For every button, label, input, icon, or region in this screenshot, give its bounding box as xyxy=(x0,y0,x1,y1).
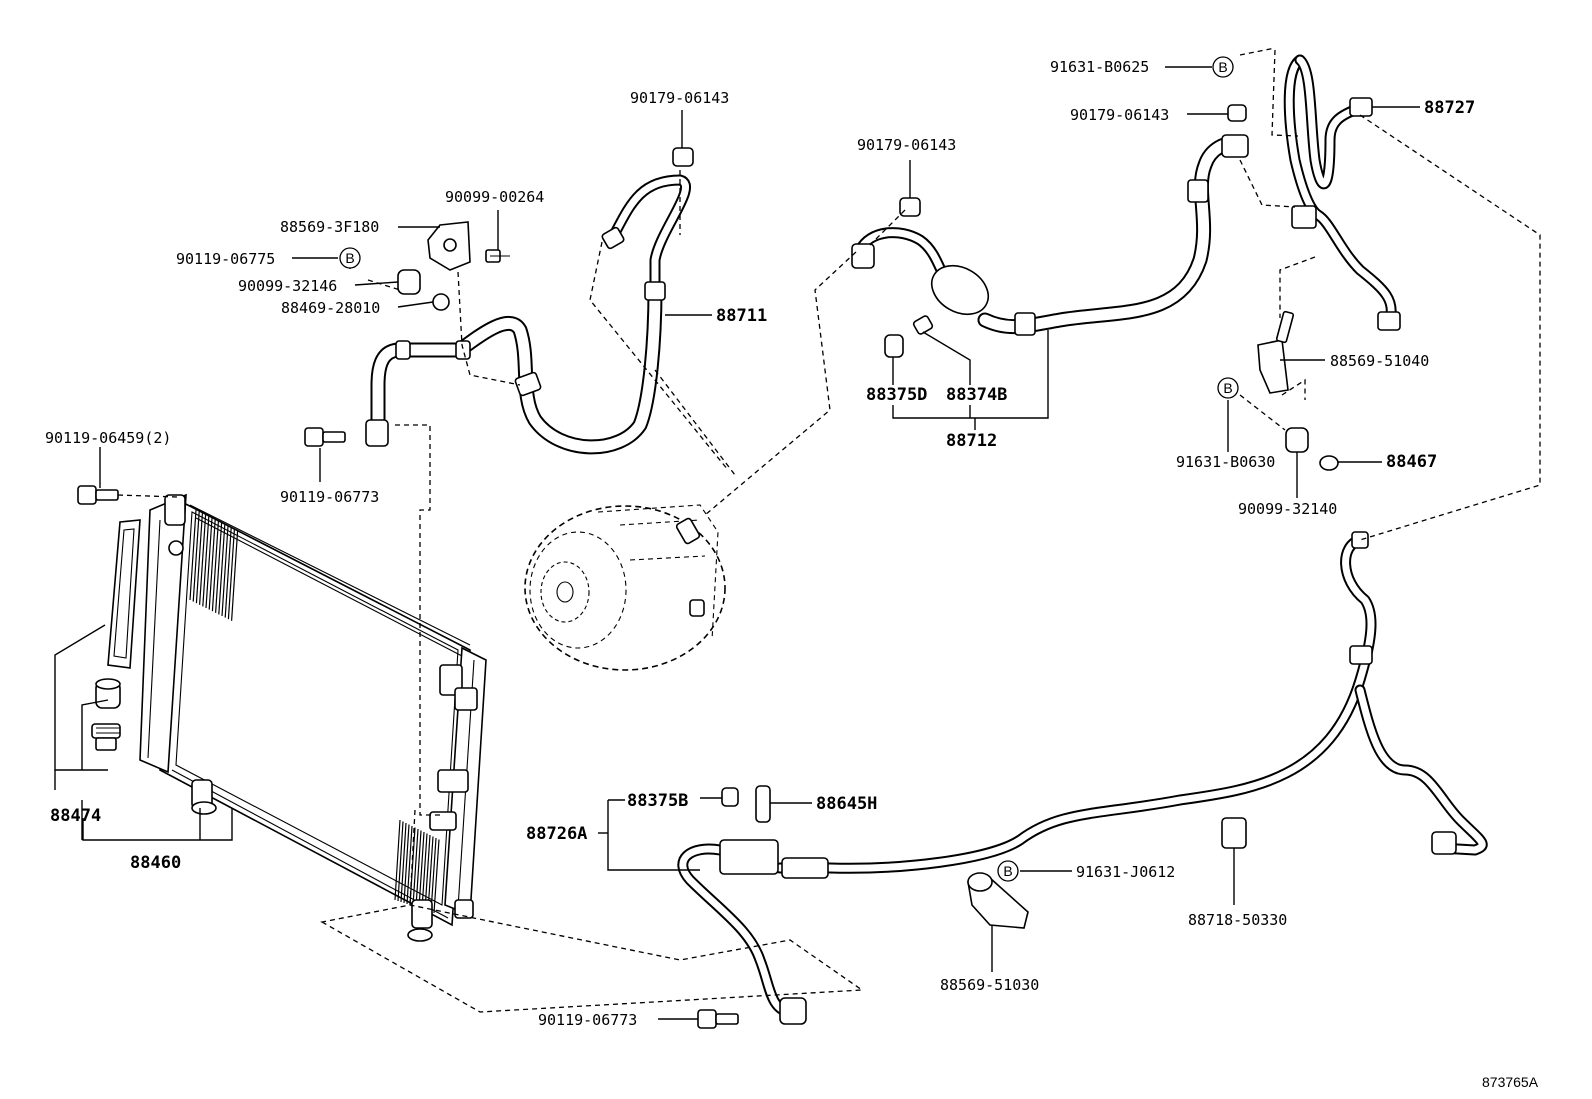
circled-b-marker: B xyxy=(339,247,361,269)
condenser-side-seal xyxy=(107,519,141,669)
label-88718-50330: 88718-50330 xyxy=(1188,911,1287,929)
label-91631-J0612: 91631-J0612 xyxy=(1076,863,1175,881)
label-88569-3F180: 88569-3F180 xyxy=(280,218,379,236)
label-88374B: 88374B xyxy=(946,385,1007,405)
circled-b-marker: B xyxy=(997,860,1019,882)
circled-b-marker: B xyxy=(1212,56,1234,78)
label-90119-06773: 90119-06773 xyxy=(538,1011,637,1029)
label-88375D: 88375D xyxy=(866,385,927,405)
label-88711: 88711 xyxy=(716,306,767,326)
label-91631-B0625: 91631-B0625 xyxy=(1050,58,1149,76)
compressor xyxy=(524,504,726,671)
label-90119-06459: 90119-06459(2) xyxy=(45,429,171,447)
hose-88712 xyxy=(851,134,1249,336)
label-88569-51040: 88569-51040 xyxy=(1330,352,1429,370)
figure-code: 873765A xyxy=(1482,1074,1539,1090)
svg-text:B: B xyxy=(1003,863,1012,879)
label-90179-06143: 90179-06143 xyxy=(1070,106,1169,124)
label-90099-00264: 90099-00264 xyxy=(445,188,544,206)
label-90099-32140: 90099-32140 xyxy=(1238,500,1337,518)
label-90119-06773: 90119-06773 xyxy=(280,488,379,506)
svg-text:B: B xyxy=(345,250,354,266)
drier-cap-and-plug xyxy=(91,678,121,751)
label-88726A: 88726A xyxy=(526,824,587,844)
label-90119-06775: 90119-06775 xyxy=(176,250,275,268)
label-88375B: 88375B xyxy=(627,791,688,811)
label-88474: 88474 xyxy=(50,806,101,826)
pipe-88727 xyxy=(1283,54,1401,331)
label-88469-28010: 88469-28010 xyxy=(281,299,380,317)
dashed-reference-lines xyxy=(117,47,1541,1013)
part-labels: 90179-06143 88569-3F180 90099-00264 9011… xyxy=(45,58,1539,1090)
label-88645H: 88645H xyxy=(816,794,877,814)
label-91631-B0630: 91631-B0630 xyxy=(1176,453,1275,471)
label-88569-51030: 88569-51030 xyxy=(940,976,1039,994)
label-88727: 88727 xyxy=(1424,98,1475,118)
svg-text:B: B xyxy=(1218,59,1227,75)
label-90099-32146: 90099-32146 xyxy=(238,277,337,295)
label-88467: 88467 xyxy=(1386,452,1437,472)
label-90179-06143: 90179-06143 xyxy=(857,136,956,154)
label-88460: 88460 xyxy=(130,853,181,873)
pipe-88726A xyxy=(677,531,1488,1025)
leader-lines xyxy=(54,66,1420,1020)
condenser-assembly xyxy=(139,493,487,942)
label-90179-06143: 90179-06143 xyxy=(630,89,729,107)
label-88712: 88712 xyxy=(946,431,997,451)
small-parts xyxy=(77,104,1339,1029)
circled-b-marker: B xyxy=(1217,377,1239,399)
svg-text:B: B xyxy=(1223,380,1232,396)
hose-88711 xyxy=(365,174,691,455)
